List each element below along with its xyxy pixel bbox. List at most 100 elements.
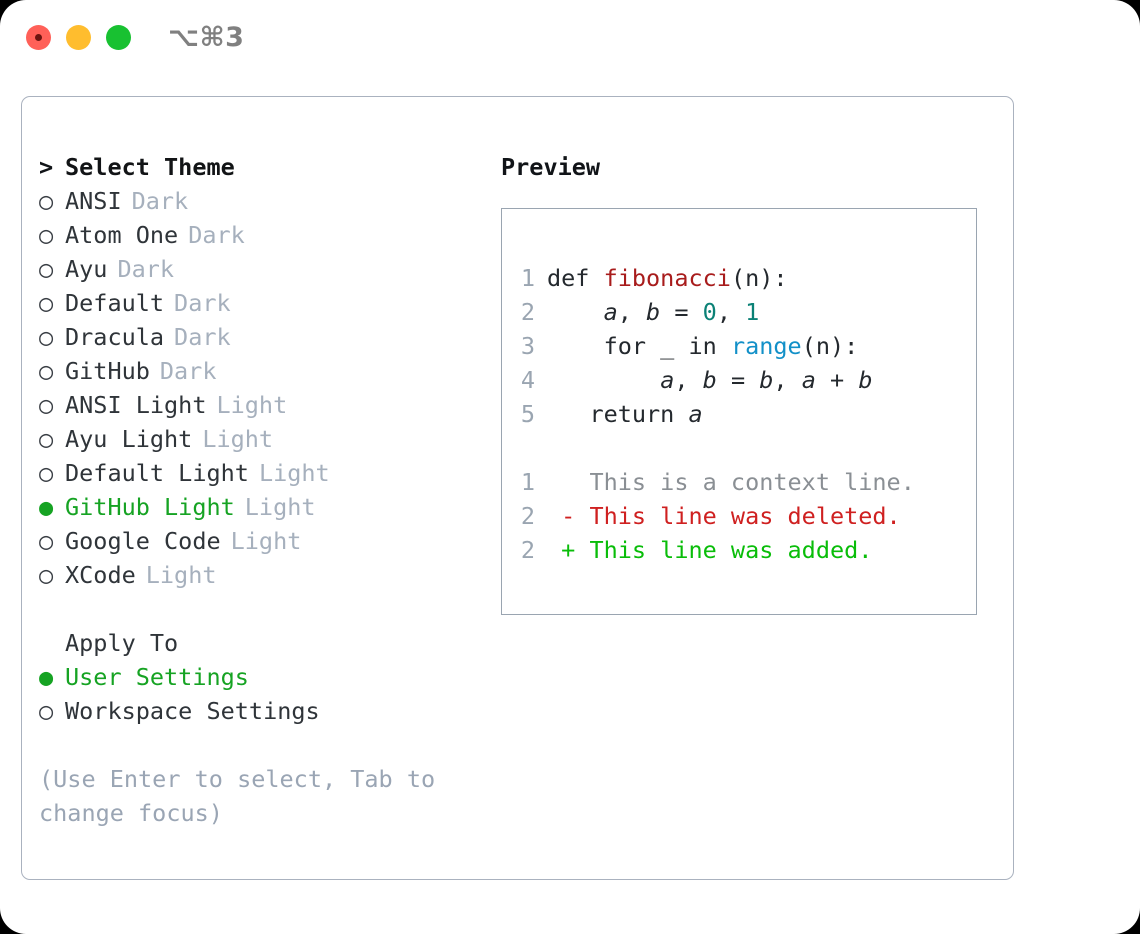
apply-to-item[interactable]: ○ Workspace Settings (39, 694, 489, 728)
line-number: 1 (520, 264, 535, 292)
diff-line: 1 This is a context line. (513, 465, 915, 499)
code-token: , (716, 298, 746, 326)
code-token: a (660, 366, 675, 394)
code-line: 4 a, b = b, a + b (513, 363, 915, 397)
theme-variant-badge: Light (230, 527, 302, 555)
radio-unselected-icon: ○ (39, 357, 54, 385)
minimize-window-button[interactable] (66, 25, 91, 50)
radio-unselected-icon: ○ (39, 425, 54, 453)
theme-name: GitHub (65, 357, 150, 385)
theme-list-item[interactable]: ○ GitHub Dark (39, 354, 489, 388)
code-line: 5 return a (513, 397, 915, 431)
code-line: 1 def fibonacci(n): (513, 261, 915, 295)
radio-unselected-icon: ○ (39, 323, 54, 351)
diff-line: 2 + This line was added. (513, 533, 915, 567)
theme-name: GitHub Light (65, 493, 235, 521)
code-token: = (716, 366, 760, 394)
code-line: 3 for _ in range(n): (513, 329, 915, 363)
radio-selected-icon: ● (39, 493, 54, 521)
select-theme-header: Select Theme (65, 153, 235, 181)
code-token: + This line was added. (547, 536, 873, 564)
blank-marker-icon: ○ (39, 626, 65, 660)
apply-to-item[interactable]: ●User Settings (39, 660, 489, 694)
code-token: b (858, 366, 873, 394)
maximize-window-button[interactable] (106, 25, 131, 50)
code-token: def (547, 264, 604, 292)
radio-unselected-icon: ○ (39, 221, 54, 249)
code-diff-separator (513, 431, 915, 465)
theme-variant-badge: Light (216, 391, 288, 419)
theme-name: Ayu Light (65, 425, 193, 453)
keyboard-hint-text: (Use Enter to select, Tab to change focu… (39, 765, 436, 827)
radio-unselected-icon: ○ (39, 527, 54, 555)
select-theme-header-row: > Select Theme (39, 150, 489, 184)
close-window-button[interactable] (26, 25, 51, 50)
theme-variant-badge: Light (145, 561, 217, 589)
code-token (547, 298, 604, 326)
code-token: fibonacci (603, 264, 731, 292)
radio-unselected-icon: ○ (39, 561, 54, 589)
code-token: 1 (745, 298, 760, 326)
code-token (547, 366, 660, 394)
preview-title: Preview (501, 153, 601, 181)
code-token: a (801, 366, 816, 394)
line-number: 4 (520, 366, 535, 394)
line-number: 5 (520, 400, 535, 428)
diff-line: 2 - This line was deleted. (513, 499, 915, 533)
radio-unselected-icon: ○ (39, 289, 54, 317)
theme-variant-badge: Dark (159, 357, 217, 385)
code-token: a (603, 298, 618, 326)
line-number: 1 (520, 468, 535, 496)
keyboard-shortcut-label: ⌥⌘3 (168, 22, 245, 53)
line-number: 2 (520, 298, 535, 326)
theme-list-item[interactable]: ○ Dracula Dark (39, 320, 489, 354)
apply-to-list: ●User Settings ○ Workspace Settings (39, 660, 489, 728)
radio-unselected-icon: ○ (39, 391, 54, 419)
line-number: 3 (520, 332, 535, 360)
code-token: , (773, 366, 802, 394)
theme-variant-badge: Light (244, 493, 316, 521)
traffic-lights (26, 25, 131, 50)
theme-name: Dracula (65, 323, 165, 351)
theme-name: Default (65, 289, 165, 317)
theme-name: ANSI Light (65, 391, 207, 419)
code-token: range (730, 332, 802, 360)
theme-variant-badge: Dark (174, 323, 231, 351)
theme-variant-badge: Dark (188, 221, 245, 249)
theme-variant-badge: Light (202, 425, 274, 453)
theme-list-item[interactable]: ● GitHub Light Light (39, 490, 489, 524)
line-number: 2 (520, 536, 535, 564)
theme-variant-badge: Dark (117, 255, 175, 283)
apply-to-header: Apply To (65, 629, 179, 657)
theme-name: Default Light (65, 459, 249, 487)
caret-icon: > (39, 153, 54, 181)
code-token: This is a context line. (547, 468, 915, 496)
theme-list-item[interactable]: ○ Ayu Light Light (39, 422, 489, 456)
radio-unselected-icon: ○ (39, 697, 54, 725)
code-token: b (759, 366, 774, 394)
code-token: 0 (702, 298, 717, 326)
apply-to-label: User Settings (65, 663, 249, 691)
theme-variant-badge: Dark (131, 187, 189, 215)
code-token: , (617, 298, 647, 326)
theme-list-item[interactable]: ○ ANSI Light Light (39, 388, 489, 422)
apply-to-label: Workspace Settings (65, 697, 320, 725)
theme-name: ANSI (65, 187, 122, 215)
theme-variant-badge: Light (258, 459, 330, 487)
code-token: (n): (730, 264, 788, 292)
line-number: 2 (520, 502, 535, 530)
code-token: (n): (801, 332, 859, 360)
